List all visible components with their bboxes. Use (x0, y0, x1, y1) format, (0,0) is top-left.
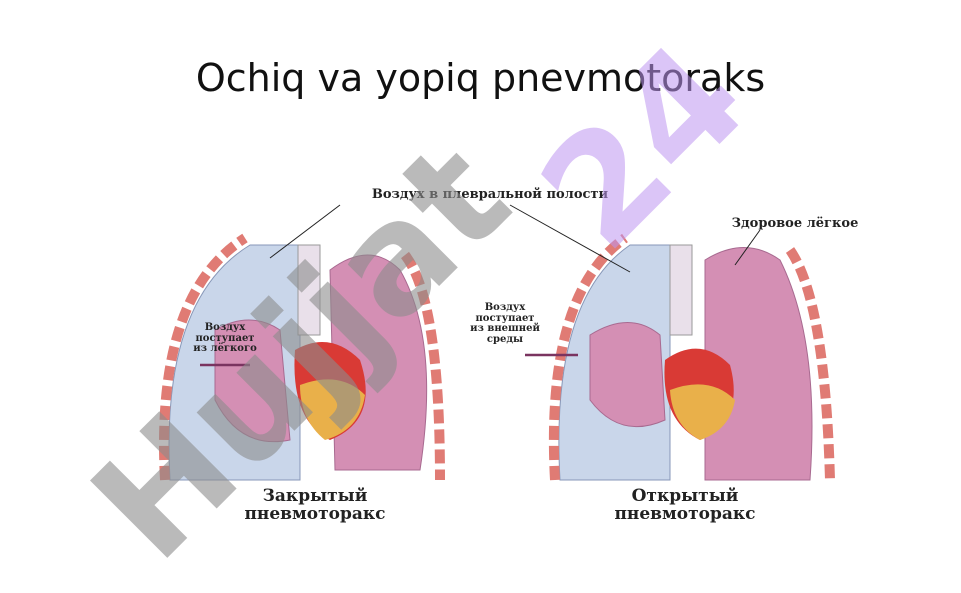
healthy-lung-label: Здоровое лёгкое (731, 216, 859, 231)
slide-title: Ochiq va yopiq pnevmotoraks (195, 56, 766, 100)
label-line: среды (486, 333, 524, 345)
label-line: из лёгкого (193, 343, 257, 354)
label-line: Воздух (484, 302, 526, 313)
caption-line: пневмоторакс (614, 503, 756, 524)
label-line: поступает (195, 332, 255, 344)
label-line: поступает (475, 312, 535, 324)
pneumothorax-illustration (159, 204, 835, 481)
open-pneumothorax-caption: Открытый пневмоторакс (580, 486, 790, 524)
open-pneumothorax-figure (509, 204, 835, 481)
caption-line: Закрытый (262, 486, 368, 506)
closed-pneumothorax-caption: Закрытый пневмоторакс (210, 486, 420, 524)
label-line: Воздух (204, 322, 246, 333)
air-from-outside-label: Воздух поступает из внешней среды (465, 302, 545, 345)
air-from-lung-label: Воздух поступает из лёгкого (185, 322, 265, 355)
air-in-pleural-cavity-label: Воздух в плевральной полости (371, 187, 609, 202)
caption-line: пневмоторакс (244, 503, 386, 524)
caption-line: Открытый (631, 486, 739, 506)
closed-pneumothorax-figure (159, 204, 445, 481)
label-line: из внешней (470, 323, 540, 334)
